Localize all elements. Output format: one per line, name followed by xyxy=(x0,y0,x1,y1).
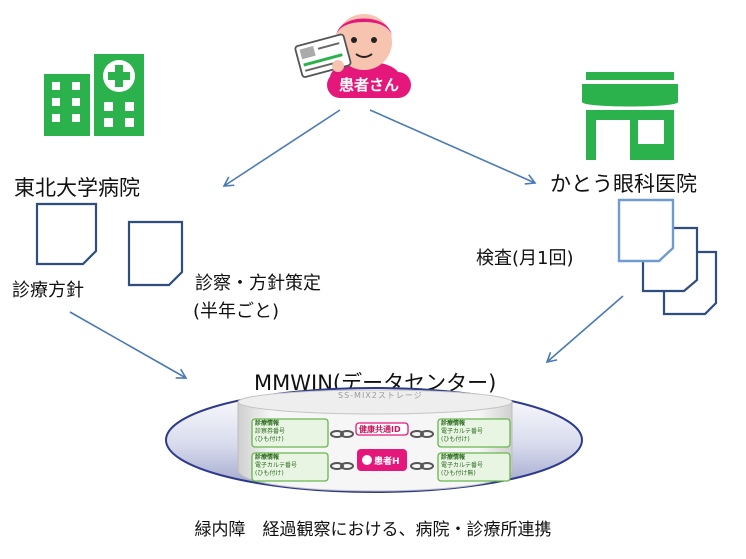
record-card-title: 診療情報 xyxy=(441,420,466,427)
diagram-caption: 緑内障 経過観察における、病院・診療所連携 xyxy=(194,520,552,540)
clinic-name: かとう眼科医院 xyxy=(550,172,697,196)
hospital-name: 東北大学病院 xyxy=(14,176,140,200)
shared-id-label: 健康共通ID xyxy=(359,425,401,434)
arrow-clinic-to-datacenter xyxy=(545,295,624,364)
clinic-exam-label: 検査(月1回) xyxy=(476,248,574,269)
record-card-line1: 診察券番号 xyxy=(255,428,286,435)
record-card-line2: (ひも付け) xyxy=(255,470,284,477)
record-card-4: 診療情報 電子カルテ番号 (ひも付け無) xyxy=(441,454,509,480)
record-card-line1: 電子カルテ番号 xyxy=(441,462,484,469)
patient-tag-label: 患者H xyxy=(374,457,400,467)
record-card-line2: (ひも付け) xyxy=(441,436,470,443)
record-card-1: 診療情報 診察券番号 (ひも付け) xyxy=(255,420,327,446)
hospital-building-icon xyxy=(44,54,144,136)
record-card-3: 診療情報 電子カルテ番号 (ひも付け) xyxy=(255,454,327,480)
record-card-line1: 電子カルテ番号 xyxy=(441,428,484,435)
hospital-doc2-label-line1: 診察・方針策定 xyxy=(195,273,321,294)
arrow-hospital-to-datacenter xyxy=(69,311,188,379)
record-card-line1: 電子カルテ番号 xyxy=(255,462,298,469)
patient-badge-label: 患者さん xyxy=(338,76,399,94)
record-card-2: 診療情報 電子カルテ番号 (ひも付け) xyxy=(441,420,509,446)
record-card-title: 診療情報 xyxy=(441,454,466,461)
arrow-patient-to-clinic xyxy=(369,109,537,185)
storage-faded-header: SS-MIX2ストレージ xyxy=(338,391,423,400)
record-card-title: 診療情報 xyxy=(255,420,280,427)
arrow-patient-to-hospital xyxy=(222,109,341,187)
record-card-line2: (ひも付け無) xyxy=(441,470,476,477)
hospital-doc2-label-line2: (半年ごと) xyxy=(193,301,280,322)
record-card-line2: (ひも付け) xyxy=(255,436,284,443)
hospital-doc1-label: 診療方針 xyxy=(12,280,84,301)
patient-person-icon xyxy=(294,14,400,78)
clinic-building-icon xyxy=(582,72,678,160)
record-card-title: 診療情報 xyxy=(255,454,280,461)
patient-badge: 患者さん xyxy=(327,72,411,98)
